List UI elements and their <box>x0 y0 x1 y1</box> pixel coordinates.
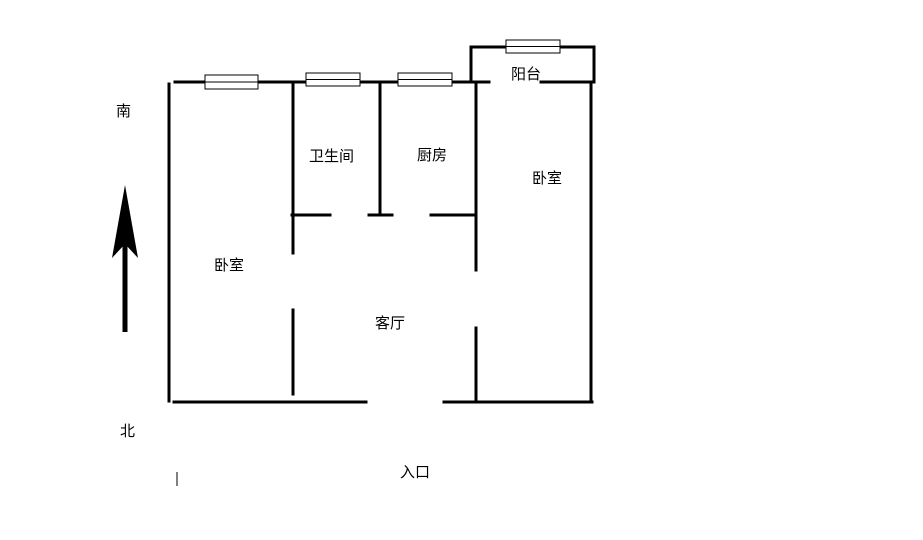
room-label-bathroom: 卫生间 <box>309 147 355 165</box>
room-label-kitchen: 厨房 <box>417 146 448 164</box>
entrance-label: 入口 <box>400 463 431 481</box>
window-balcony <box>505 39 561 54</box>
room-label-living-room: 客厅 <box>375 314 406 332</box>
window-kitchen <box>397 72 453 87</box>
compass-arrow-icon <box>112 185 138 332</box>
compass-south-label: 南 <box>116 102 132 120</box>
window-bathroom <box>305 72 361 87</box>
room-label-bedroom-right: 卧室 <box>532 169 563 187</box>
room-label-balcony: 阳台 <box>511 65 542 83</box>
compass-north-label: 北 <box>120 422 136 440</box>
room-label-bedroom-left: 卧室 <box>214 256 245 274</box>
window-bedroom-left <box>204 74 259 90</box>
